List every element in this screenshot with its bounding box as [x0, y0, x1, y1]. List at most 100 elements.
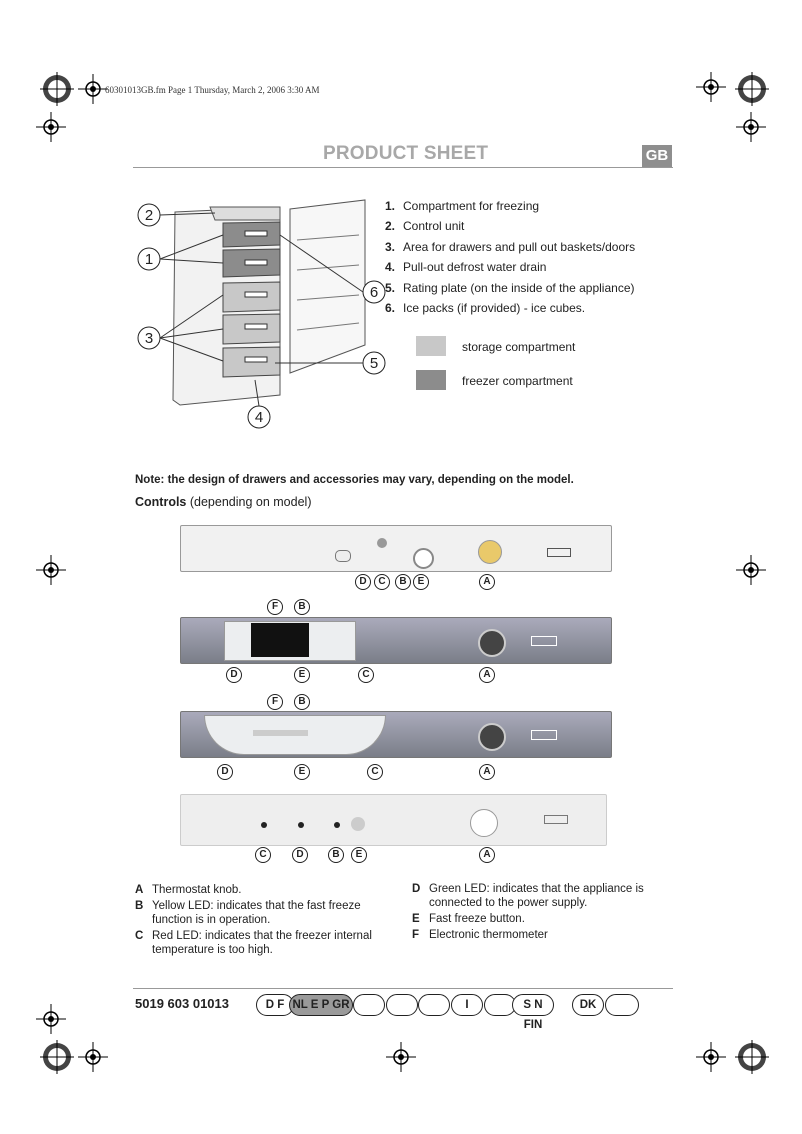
callout-label: B: [395, 574, 411, 590]
part-number: 2.: [385, 219, 396, 234]
callout-label: E: [351, 847, 367, 863]
crosshair-icon: [696, 1042, 726, 1072]
callout-label: E: [413, 574, 429, 590]
part-text: Pull-out defrost water drain: [403, 260, 547, 275]
legend-swatch-freezer: [416, 370, 446, 390]
description-text: Yellow LED: indicates that the fast free…: [152, 900, 361, 926]
part-item: 3.Area for drawers and pull out baskets/…: [385, 237, 675, 257]
star-rating-icon: [547, 548, 571, 557]
power-led-icon: [335, 550, 351, 562]
description-text: Red LED: indicates that the freezer inte…: [152, 930, 372, 956]
callout-label: A: [479, 847, 495, 863]
description-key: E: [412, 913, 420, 925]
legend-label-freezer: freezer compartment: [462, 374, 573, 388]
note-text: Note: the design of drawers and accessor…: [135, 474, 574, 486]
registration-mark-icon: [40, 72, 74, 106]
language-oval: [386, 994, 418, 1016]
registration-mark-icon: [40, 1040, 74, 1074]
language-oval: [418, 994, 450, 1016]
diagram-callout-label: 4: [255, 409, 263, 426]
part-number: 5.: [385, 280, 396, 295]
crosshair-icon: [736, 112, 766, 142]
language-oval: DK: [572, 994, 604, 1016]
description-item: C Red LED: indicates that the freezer int…: [135, 929, 375, 957]
diagram-callout-label: 5: [370, 355, 378, 372]
product-code: 5019 603 01013: [135, 996, 229, 1011]
callout-label: E: [294, 764, 310, 780]
callout-label: D: [226, 667, 242, 683]
alarm-icon: [377, 538, 387, 548]
description-item: D Green LED: indicates that the appliance…: [412, 882, 662, 910]
description-item: B Yellow LED: indicates that the fast fre…: [135, 899, 375, 927]
thermostat-knob[interactable]: [478, 629, 506, 657]
control-panel-2: [180, 617, 612, 664]
callout-label: A: [479, 764, 495, 780]
thermostat-knob[interactable]: [478, 540, 502, 564]
crosshair-icon: [36, 112, 66, 142]
part-number: 4.: [385, 260, 396, 275]
part-item: 5.Rating plate (on the inside of the app…: [385, 278, 675, 298]
callout-label: E: [294, 667, 310, 683]
legend-label-storage: storage compartment: [462, 340, 576, 354]
part-number: 6.: [385, 301, 396, 316]
thermostat-knob[interactable]: [478, 723, 506, 751]
description-item: F Electronic thermometer: [412, 928, 662, 942]
controls-heading-rest: (depending on model): [186, 495, 312, 509]
part-text: Ice packs (if provided) - ice cubes.: [403, 301, 586, 316]
language-oval: NL E P GR: [289, 994, 353, 1016]
star-rating-icon: [544, 815, 568, 824]
language-oval: S N FIN: [512, 994, 554, 1031]
diagram-callout-label: 3: [145, 330, 153, 347]
callout-label: D: [355, 574, 371, 590]
controls-heading-bold: Controls: [135, 495, 187, 509]
callout-label: A: [479, 574, 495, 590]
control-panel-1: [180, 525, 612, 572]
power-led: [298, 822, 304, 828]
crosshair-icon: [78, 74, 108, 104]
callout-label: C: [358, 667, 374, 683]
crosshair-icon: [36, 555, 66, 585]
crosshair-icon: [736, 555, 766, 585]
description-key: C: [135, 930, 144, 942]
control-panel-3: [180, 711, 612, 758]
language-oval: I: [451, 994, 483, 1016]
part-item: 2.Control unit: [385, 216, 675, 236]
description-key: F: [412, 929, 420, 941]
temperature-display: [251, 623, 309, 657]
part-number: 1.: [385, 199, 396, 213]
description-text: Electronic thermometer: [429, 929, 548, 941]
footer-rule: [133, 988, 673, 989]
callout-label: D: [292, 847, 308, 863]
fast-freeze-button[interactable]: [351, 817, 365, 831]
temperature-led-bar: [253, 730, 308, 736]
description-key: B: [135, 900, 144, 912]
callout-label: C: [374, 574, 390, 590]
callout-label: D: [217, 764, 233, 780]
crosshair-icon: [36, 1004, 66, 1034]
part-text: Area for drawers and pull out baskets/do…: [403, 239, 636, 254]
star-rating-icon: [531, 636, 557, 646]
callout-label: C: [367, 764, 383, 780]
fast-freeze-led: [334, 822, 340, 828]
description-text: Thermostat knob.: [152, 884, 242, 896]
callout-label: B: [294, 694, 310, 710]
controls-heading: Controls (depending on model): [135, 495, 311, 509]
part-item: 1.Compartment for freezing: [385, 196, 675, 216]
registration-mark-icon: [735, 72, 769, 106]
description-key: D: [412, 883, 421, 895]
description-text: Green LED: indicates that the appliance …: [429, 883, 644, 909]
diagram-callout-label: 6: [370, 284, 378, 301]
part-item: 4. Pull-out defrost water drain: [385, 257, 675, 277]
callout-label: C: [255, 847, 271, 863]
page-title: PRODUCT SHEET: [323, 143, 489, 164]
diagram-callout-label: 1: [145, 251, 153, 268]
thermostat-knob[interactable]: [470, 809, 498, 837]
file-info-line: 60301013GB.fm Page 1 Thursday, March 2, …: [105, 85, 320, 95]
fast-freeze-button[interactable]: [413, 548, 434, 569]
legend-swatch-storage: [416, 336, 446, 356]
crosshair-icon: [78, 1042, 108, 1072]
control-panel-4: [180, 794, 607, 846]
